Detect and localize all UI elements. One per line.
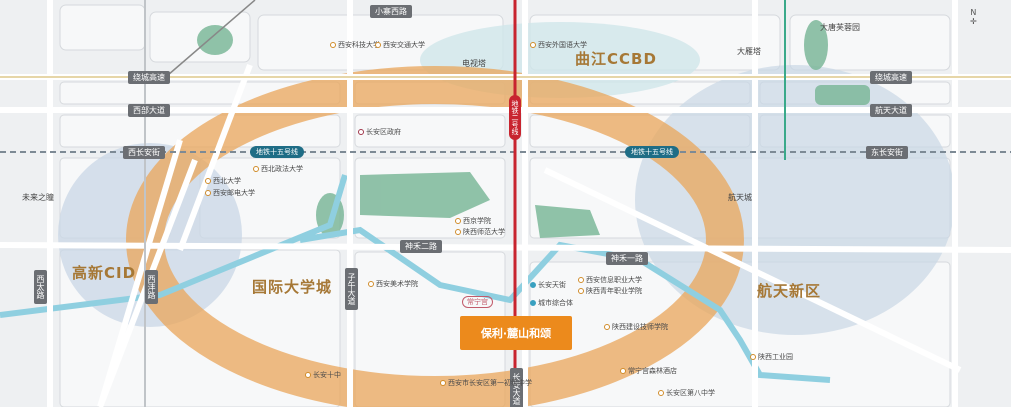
school-icon bbox=[658, 390, 664, 396]
poi[interactable]: 长安区第八中学 bbox=[658, 388, 715, 398]
school-icon bbox=[455, 229, 461, 235]
poi[interactable]: 陕西青年职业学院 bbox=[578, 286, 642, 296]
changning-badge: 常宁宫 bbox=[462, 296, 493, 308]
school-icon bbox=[253, 166, 259, 172]
park-icon bbox=[750, 354, 756, 360]
metro-2-label: 地铁二号线 bbox=[509, 95, 521, 140]
school-icon bbox=[440, 380, 446, 386]
landmark-tv-tower: 电视塔 bbox=[462, 59, 486, 68]
school-icon bbox=[305, 372, 311, 378]
district-ccbd: 曲江CCBD bbox=[575, 50, 657, 68]
landmark-furong-garden: 大唐芙蓉园 bbox=[820, 23, 860, 32]
poi[interactable]: 常宁宫森林酒店 bbox=[620, 366, 677, 376]
school-icon bbox=[530, 42, 536, 48]
road-xifeng: 西沣路 bbox=[145, 270, 158, 304]
road-ring-east: 绕城高速 bbox=[870, 71, 912, 84]
poi[interactable]: 长安区政府 bbox=[358, 127, 401, 137]
road-changan-avenue: 长安大道 bbox=[510, 368, 523, 407]
school-icon bbox=[375, 42, 381, 48]
road-hangtian: 航天大道 bbox=[870, 104, 912, 117]
road-xiaozhai-west: 小寨西路 bbox=[370, 5, 412, 18]
hotel-icon bbox=[620, 368, 626, 374]
poi[interactable]: 西京学院 bbox=[455, 216, 491, 226]
poi[interactable]: 陕西工业园 bbox=[750, 352, 793, 362]
road-ziwu: 子午大道 bbox=[345, 268, 358, 310]
poi[interactable]: 长安天街 bbox=[530, 280, 566, 290]
road-ring-west: 绕城高速 bbox=[128, 71, 170, 84]
school-icon bbox=[604, 324, 610, 330]
road-xitai: 西太路 bbox=[34, 270, 47, 304]
poi-icon bbox=[358, 129, 364, 135]
poi[interactable]: 西安外国语大学 bbox=[530, 40, 587, 50]
metro-15-label-west: 地铁十五号线 bbox=[250, 146, 304, 158]
school-icon bbox=[578, 288, 584, 294]
poi[interactable]: 西北大学 bbox=[205, 176, 241, 186]
poi[interactable]: 陕西建设技师学院 bbox=[604, 322, 668, 332]
school-icon bbox=[330, 42, 336, 48]
school-icon bbox=[205, 190, 211, 196]
road-changan-west: 西长安街 bbox=[123, 146, 165, 159]
landmark-big-goose-pagoda: 大雁塔 bbox=[737, 47, 761, 56]
poi[interactable]: 城市综合体 bbox=[530, 298, 573, 308]
poi[interactable]: 长安十中 bbox=[305, 370, 341, 380]
compass-icon: N✛ bbox=[970, 8, 977, 26]
landmark-hangtian-city: 航天城 bbox=[728, 193, 752, 202]
school-icon bbox=[205, 178, 211, 184]
poi[interactable]: 西北政法大学 bbox=[253, 164, 303, 174]
road-shenhe-2: 神禾二路 bbox=[400, 240, 442, 253]
road-changan-east: 东长安街 bbox=[866, 146, 908, 159]
project-badge[interactable]: 保利·麓山和颂 bbox=[460, 316, 572, 350]
poi[interactable]: 西安邮电大学 bbox=[205, 188, 255, 198]
poi[interactable]: 西安科技大学 bbox=[330, 40, 380, 50]
road-shenhe-1: 神禾一路 bbox=[606, 252, 648, 265]
metro-15-label-east: 地铁十五号线 bbox=[625, 146, 679, 158]
landmark-future-eye: 未来之瞳 bbox=[22, 193, 54, 202]
compass-north: N bbox=[970, 8, 977, 17]
district-aerospace: 航天新区 bbox=[757, 282, 822, 300]
district-university-city: 国际大学城 bbox=[252, 278, 333, 296]
poi[interactable]: 西安信息职业大学 bbox=[578, 275, 642, 285]
poi[interactable]: 西安交通大学 bbox=[375, 40, 425, 50]
mall-icon bbox=[530, 300, 536, 306]
poi[interactable]: 西安市长安区第一初级中学 bbox=[440, 378, 532, 388]
road-xibu: 西部大道 bbox=[128, 104, 170, 117]
poi[interactable]: 陕西师范大学 bbox=[455, 227, 505, 237]
school-icon bbox=[368, 281, 374, 287]
school-icon bbox=[455, 218, 461, 224]
district-cid: 高新CID bbox=[72, 264, 137, 282]
poi[interactable]: 西安美术学院 bbox=[368, 279, 418, 289]
mall-icon bbox=[530, 282, 536, 288]
school-icon bbox=[578, 277, 584, 283]
